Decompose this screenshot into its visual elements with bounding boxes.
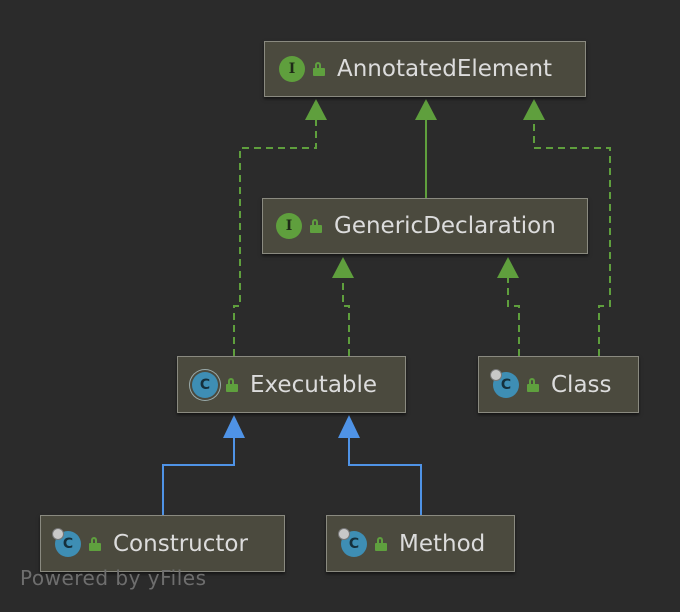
arrowhead-genericdeclaration-left [332,257,354,278]
final-class-icon: C [490,368,519,398]
node-label: Executable [250,371,378,398]
edge-executable-implements-annotatedelement [233,120,317,356]
interface-icon: I [279,56,305,82]
node-method[interactable]: C Method [326,515,515,572]
abstract-class-icon: C [192,371,218,398]
node-annotatedelement[interactable]: I AnnotatedElement [264,41,586,97]
node-label: Method [399,530,486,557]
arrowhead-genericdeclaration-right [497,257,519,278]
yfiles-watermark: Powered by yFiles [20,566,207,590]
edge-class-implements-genericdeclaration [507,278,520,356]
public-lock-icon [375,536,387,551]
public-lock-icon [89,536,101,551]
node-executable[interactable]: C Executable [177,356,406,413]
edge-method-extends-executable [348,438,422,515]
edge-class-implements-annotatedelement [533,120,611,356]
arrowhead-executable-right [338,415,360,438]
node-label: Constructor [113,530,248,557]
arrowhead-annotatedelement-right [523,99,545,120]
interface-icon: I [276,213,302,239]
node-class[interactable]: C Class [478,356,639,413]
node-label: Class [551,371,612,398]
edge-constructor-extends-executable [162,438,235,515]
node-genericdeclaration[interactable]: I GenericDeclaration [262,198,588,254]
public-lock-icon [310,219,322,233]
node-constructor[interactable]: C Constructor [40,515,285,572]
node-label: GenericDeclaration [334,213,556,239]
final-class-icon: C [338,527,367,557]
arrowhead-executable-left [223,415,245,438]
arrowhead-annotatedelement-center [415,99,437,120]
public-lock-icon [527,377,539,392]
arrowhead-annotatedelement-left [305,99,327,120]
edge-executable-implements-genericdeclaration [342,278,350,356]
public-lock-icon [226,377,238,392]
node-label: AnnotatedElement [337,56,553,82]
public-lock-icon [313,62,325,76]
final-class-icon: C [52,527,81,557]
